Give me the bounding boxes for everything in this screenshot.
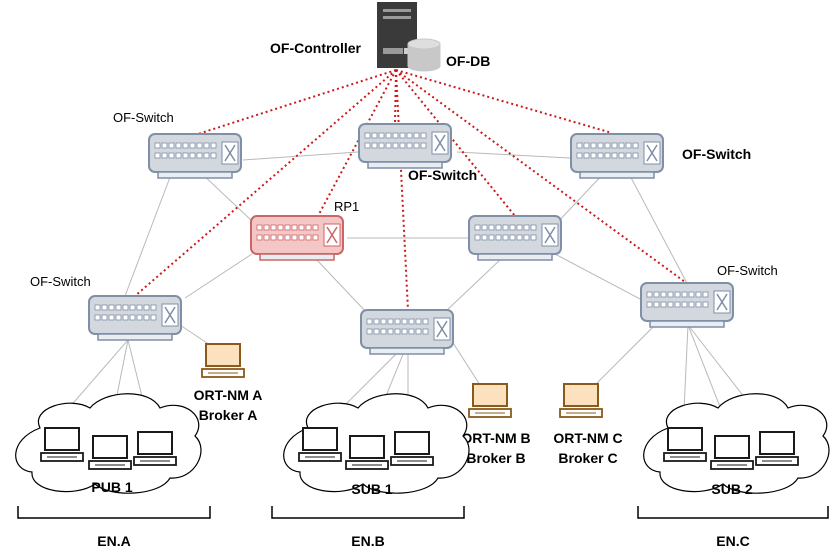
broker-a: ORT-NM A Broker A (194, 344, 263, 423)
edge-network-b-label: EN.B (351, 533, 384, 549)
ctrl-s7 (395, 69, 409, 311)
cloud-pub1-label: PUB 1 (91, 479, 132, 495)
switch-rp1 (251, 216, 343, 260)
broker-b-line2: Broker B (466, 450, 525, 466)
switch-label-s3: OF-Switch (682, 146, 751, 162)
edge-network-c-label: EN.C (716, 533, 749, 549)
brace-icon (637, 506, 829, 519)
switch-s2 (359, 124, 451, 168)
switch-label-rp1: RP1 (334, 199, 359, 214)
cloud-sub1-label: SUB 1 (351, 481, 392, 497)
link-rp1-s7 (314, 257, 369, 315)
link-s7-brokerB (447, 334, 481, 386)
switch-s8 (641, 283, 733, 327)
brace-icon (17, 506, 211, 519)
switch-label-s1: OF-Switch (113, 110, 174, 125)
link-s6-brokerA (179, 324, 211, 346)
computer-icon (469, 384, 511, 417)
link-s8-brokerC (594, 319, 661, 386)
edge-network-c: EN.C (637, 506, 829, 549)
cloud-sub1: SUB 1 (283, 393, 470, 497)
controller-label: OF-Controller (270, 40, 362, 56)
broker-c-line1: ORT-NM C (553, 430, 622, 446)
computer-icon (346, 436, 388, 469)
computer-icon (560, 384, 602, 417)
computer-icon (391, 432, 433, 465)
edge-network-a: EN.A (17, 506, 211, 549)
link-s1-s6 (124, 171, 173, 297)
of-controller: OF-Controller OF-DB (270, 2, 490, 72)
computer-icon (664, 428, 706, 461)
computer-icon (41, 428, 83, 461)
switch-label-s8: OF-Switch (717, 263, 778, 278)
broker-c-line2: Broker C (558, 450, 617, 466)
link-s3-s5 (554, 171, 606, 226)
switch-label-s6: OF-Switch (30, 274, 91, 289)
switch-label-s2: OF-Switch (408, 167, 477, 183)
database-icon (407, 38, 441, 72)
switch-s7 (361, 310, 453, 354)
computer-icon (756, 432, 798, 465)
cloud-sub2-label: SUB 2 (711, 481, 752, 497)
broker-b-line1: ORT-NM B (461, 430, 530, 446)
link-s1-s2 (242, 151, 359, 161)
link-s5-s7 (444, 257, 503, 313)
edge-network-a-label: EN.A (97, 533, 130, 549)
link-s3-s8 (627, 171, 689, 286)
switch-s5 (469, 216, 561, 260)
db-label: OF-DB (446, 53, 490, 69)
edge-network-b: EN.B (271, 506, 465, 549)
control-links (134, 69, 686, 311)
link-rp1-s6 (184, 253, 253, 299)
computer-icon (89, 436, 131, 469)
computer-icon (711, 436, 753, 469)
switch-s3 (571, 134, 663, 178)
computer-icon (134, 432, 176, 465)
brace-icon (271, 506, 465, 519)
switch-s1 (149, 134, 241, 178)
computer-icon (299, 428, 341, 461)
ctrl-s5 (395, 69, 516, 217)
ctrl-s6 (134, 69, 397, 297)
broker-a-line2: Broker A (199, 407, 258, 423)
broker-a-line1: ORT-NM A (194, 387, 263, 403)
computer-icon (202, 344, 244, 377)
cloud-sub2: SUB 2 (643, 393, 830, 497)
link-s5-s8 (554, 253, 643, 301)
broker-c: ORT-NM C Broker C (553, 384, 623, 466)
broker-b: ORT-NM B Broker B (461, 384, 531, 466)
ctrl-s2 (394, 69, 397, 125)
cloud-pub1: PUB 1 (15, 393, 202, 495)
switch-s6 (89, 296, 181, 340)
